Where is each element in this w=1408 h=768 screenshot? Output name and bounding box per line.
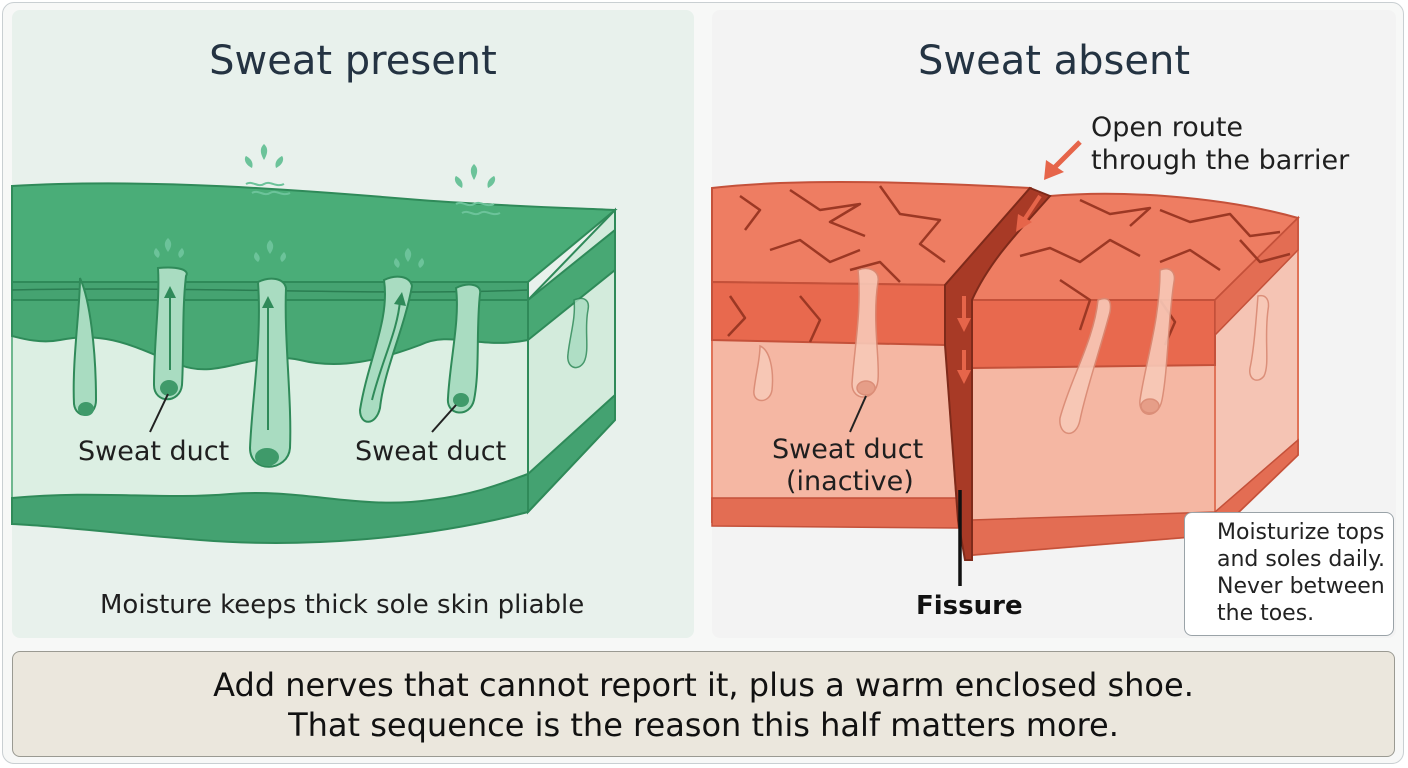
open-route-label-line1: Open route [1091,112,1244,143]
tip-line-3: Never between [1217,574,1385,599]
sweat-present-title: Sweat present [209,38,497,84]
banner-line-1: Add nerves that cannot report it, plus a… [213,666,1194,704]
moisturize-tip-box: Moisturize tops and soles daily. Never b… [1184,512,1394,636]
sweat-duct-left-5 [446,283,482,414]
sweat-duct-left-4 [358,275,414,423]
dry-skin-right-block [970,192,1300,557]
duct-pointer-left-2 [431,404,457,433]
fissure-label: Fissure [916,591,1023,621]
moist-skin-block [11,182,618,544]
duct-pointer-right [849,395,867,433]
open-route-label-line2: through the barrier [1091,145,1350,176]
tip-line-1: Moisturize tops [1217,520,1385,545]
sweat-duct-label-left-1: Sweat duct [78,436,230,467]
moisture-waves-icon [245,181,501,216]
sweat-duct-left-1 [72,277,98,416]
sweat-duct-left-6 [567,297,590,369]
inactive-sweat-ducts [753,267,1270,434]
banner-line-2: That sequence is the reason this half ma… [288,706,1119,744]
sweat-duct-left-2 [152,266,188,401]
tip-line-4: the toes. [1217,601,1315,626]
sweat-present-caption: Moisture keeps thick sole skin pliable [100,590,585,620]
sweat-droplets-icon [154,144,496,268]
tip-line-2: and soles daily. [1217,547,1385,572]
inactive-duct-label-line2: (inactive) [786,466,914,497]
sweat-absent-title: Sweat absent [917,38,1190,84]
summary-banner: Add nerves that cannot report it, plus a… [12,651,1395,757]
inactive-duct-label-line1: Sweat duct [772,434,924,465]
dry-skin-left-block [711,181,1033,529]
surface-cracks [727,185,1291,346]
sweat-duct-label-left-2: Sweat duct [355,436,507,467]
route-arrow-icon [957,140,1082,384]
tip-text: Moisturize tops and soles daily. Never b… [1217,519,1393,627]
sweat-duct-left-3 [248,277,292,468]
duct-pointer-left-1 [149,393,169,433]
